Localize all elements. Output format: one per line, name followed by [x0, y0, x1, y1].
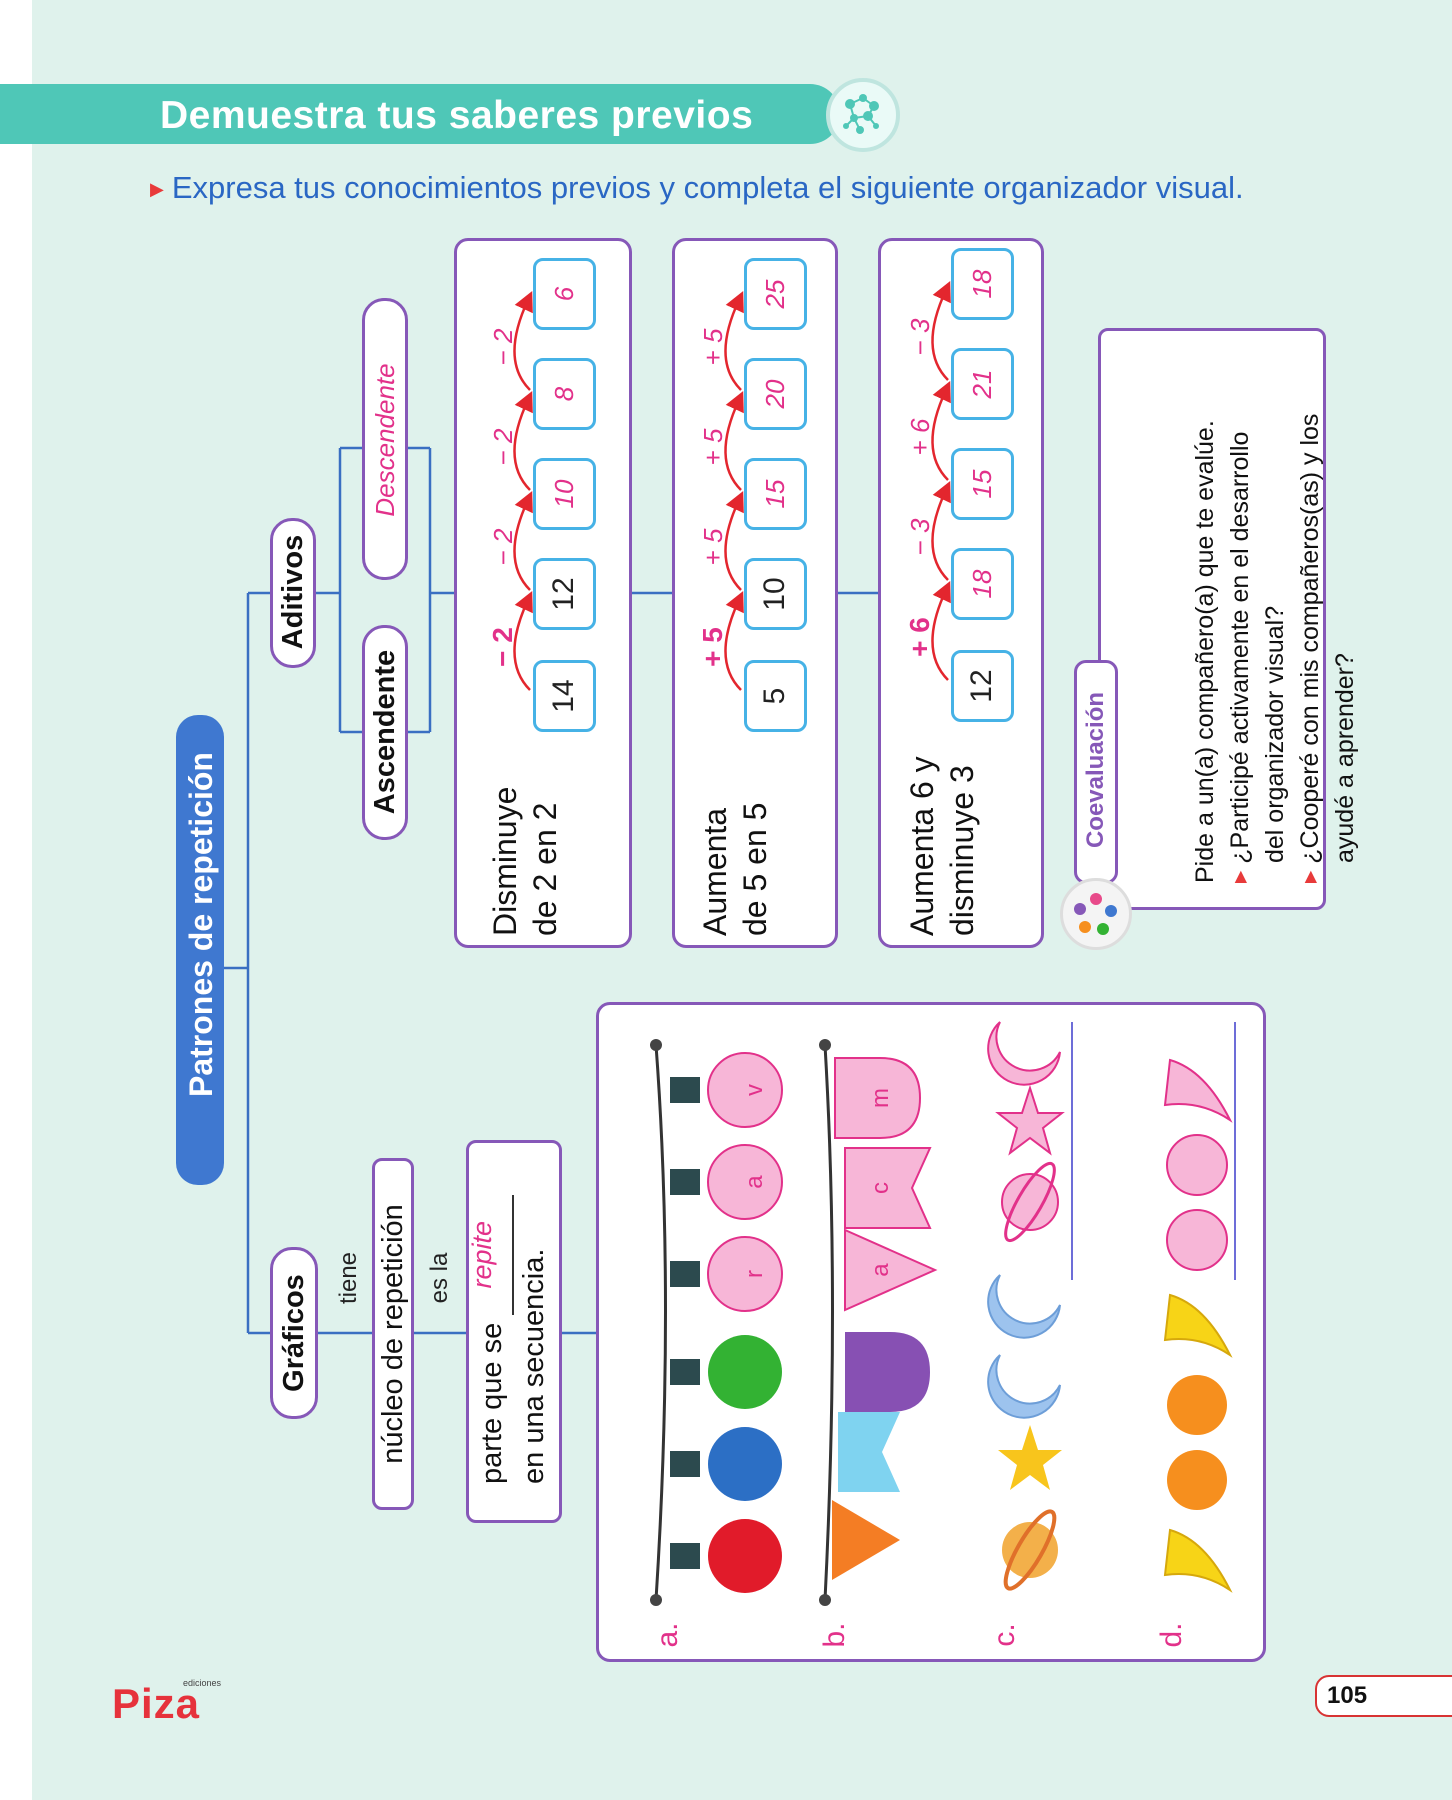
- coevaluacion-title: Coevaluación: [1082, 691, 1109, 849]
- triangle-bullet-icon: ▶: [150, 179, 164, 199]
- network-icon: [826, 78, 900, 152]
- brand-name: Piza: [112, 1680, 201, 1727]
- number-box: [951, 248, 1014, 320]
- page-number: 105: [1327, 1682, 1368, 1709]
- definition-box: [466, 1140, 562, 1523]
- number-box: [533, 558, 596, 630]
- aditivos-node[interactable]: [270, 518, 316, 668]
- people-circle-icon: [1060, 878, 1132, 950]
- nucleo-node: [372, 1158, 414, 1510]
- coevaluacion-q2-line1: ▶ ¿Cooperé con mis compañeros(as) y los: [1292, 363, 1328, 883]
- number-box: [744, 258, 807, 330]
- q1-text: ¿Participé activamente en el desarrollo: [1226, 431, 1254, 864]
- root-node: [176, 715, 224, 1185]
- coevaluacion-intro: Pide a un(a) compañero(a) que te evalúe.: [1191, 420, 1219, 883]
- number-box: [533, 258, 596, 330]
- coevaluacion-tab: [1074, 660, 1118, 884]
- number-box: [951, 448, 1014, 520]
- coevaluacion-q2-line2: ayudé a aprender?: [1331, 653, 1359, 863]
- number-box: [744, 660, 807, 732]
- triangle-bullet-icon: ▶: [1232, 870, 1249, 883]
- coevaluacion-box: [1098, 328, 1326, 910]
- ascendente-node[interactable]: [362, 625, 408, 840]
- number-box: [744, 558, 807, 630]
- page-title: Demuestra tus saberes previos: [160, 94, 754, 137]
- number-box: [951, 348, 1014, 420]
- q2-text: ¿Cooperé con mis compañeros(as) y los: [1296, 413, 1324, 864]
- number-box: [951, 548, 1014, 620]
- instruction: ▶ Expresa tus conocimientos previos y com…: [150, 170, 1244, 206]
- page-number-box: [1315, 1675, 1452, 1717]
- brand-logo: Piza: [112, 1680, 200, 1728]
- instruction-text: Expresa tus conocimientos previos y comp…: [171, 170, 1244, 205]
- number-box: [951, 650, 1014, 722]
- number-box: [744, 358, 807, 430]
- number-box: [744, 458, 807, 530]
- sequences-panel: [596, 1002, 1266, 1662]
- number-box: [533, 660, 596, 732]
- descendente-node[interactable]: [362, 298, 408, 580]
- triangle-bullet-icon: ▶: [1302, 870, 1319, 883]
- brand-small: ediciones: [183, 1678, 222, 1688]
- title-banner: [0, 84, 840, 144]
- coevaluacion-q1-line2: del organizador visual?: [1261, 605, 1289, 863]
- coevaluacion-q1-line1: ▶ ¿Participé activamente en el desarroll…: [1222, 363, 1258, 883]
- number-box: [533, 458, 596, 530]
- number-box: [533, 358, 596, 430]
- graficos-node[interactable]: [270, 1247, 318, 1419]
